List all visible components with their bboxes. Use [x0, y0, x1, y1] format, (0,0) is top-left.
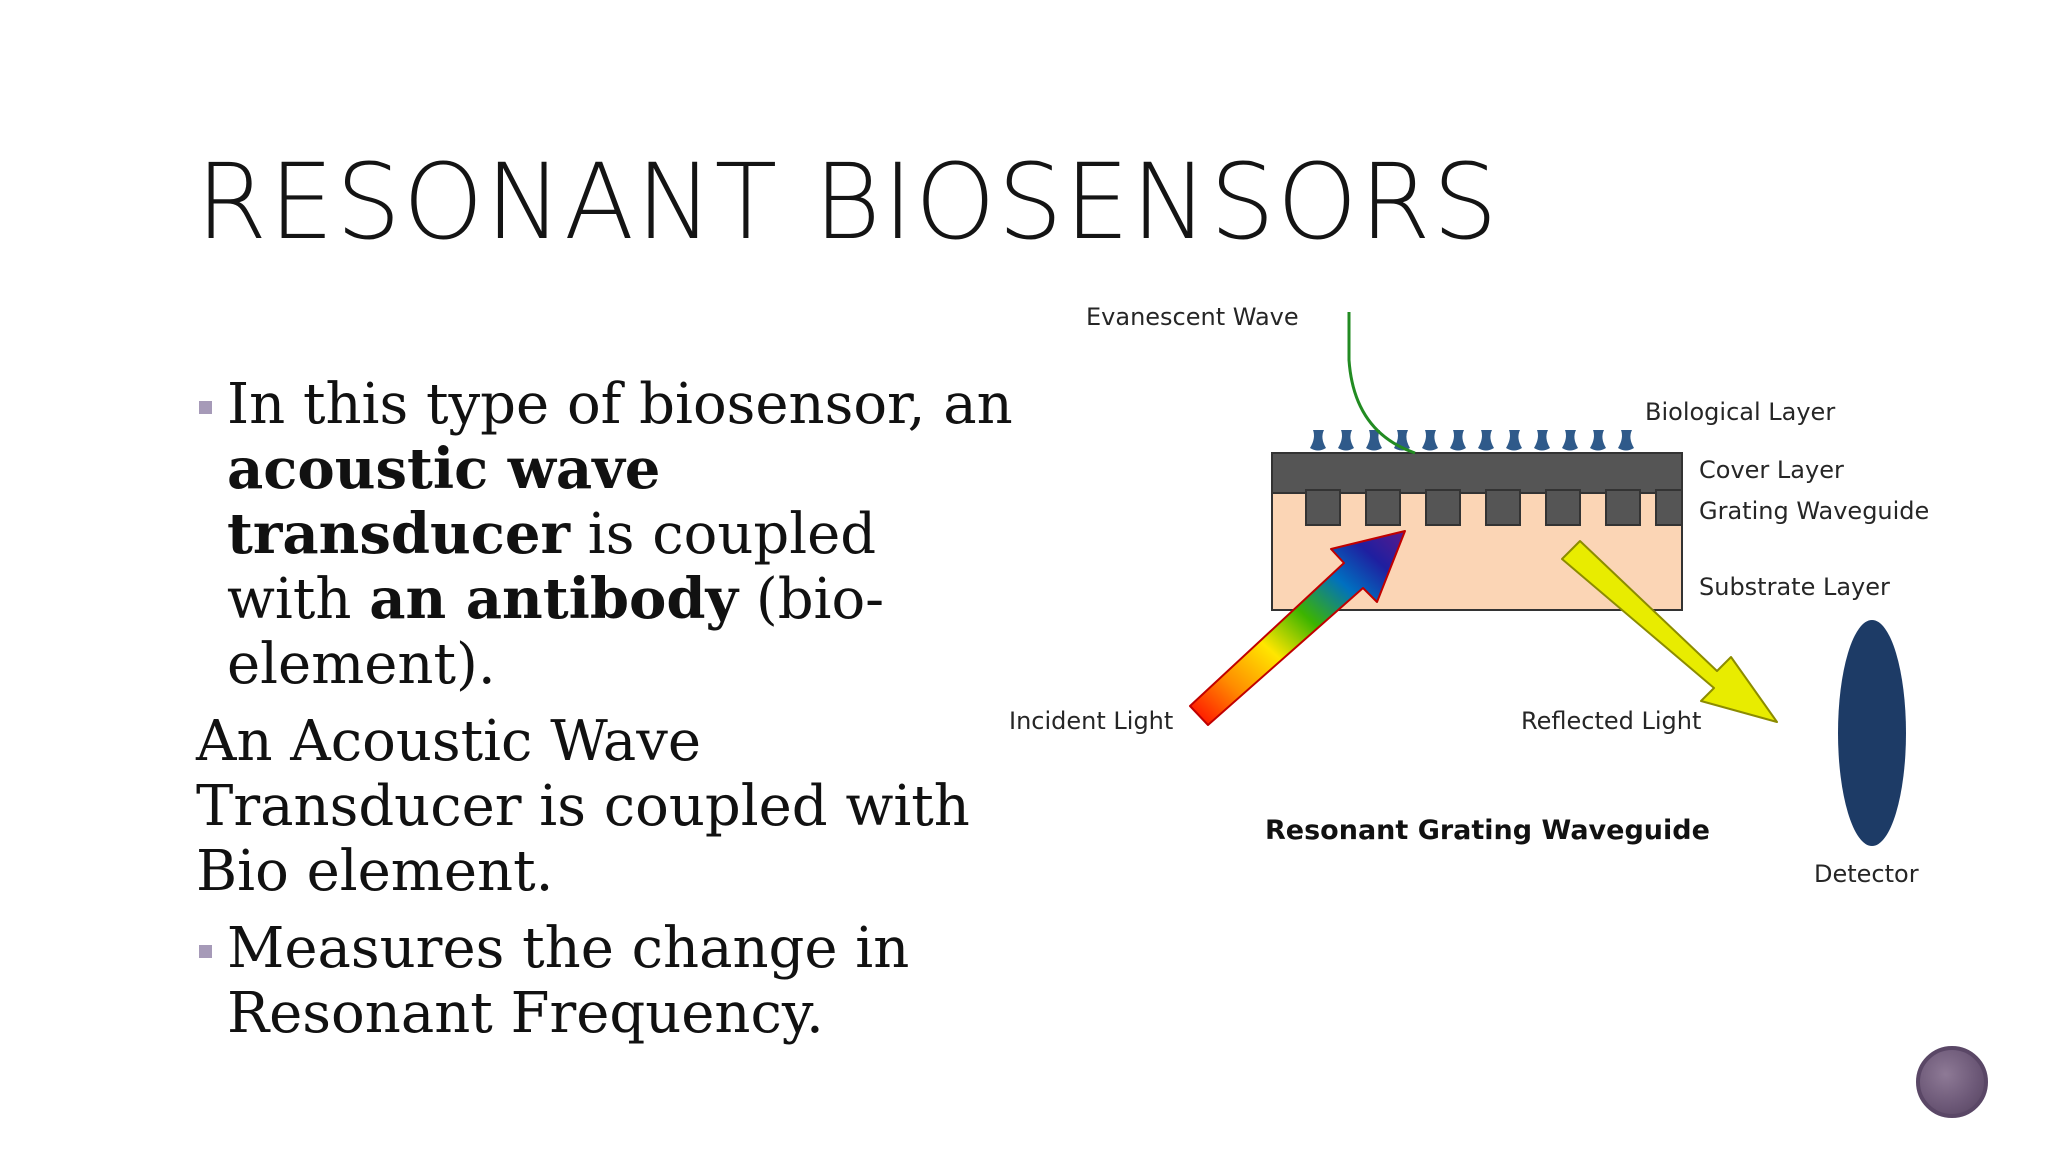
resonant-grating-diagram: Evanescent Wave Biological Layer Cover L… — [990, 290, 1970, 910]
label-reflected-light: Reflected Light — [1521, 707, 1701, 735]
bullet2-text: Measures the change in Resonant Frequenc… — [227, 916, 910, 1046]
slide-body: In this type of biosensor, an acoustic w… — [196, 372, 1016, 1058]
label-cover-layer: Cover Layer — [1699, 456, 1844, 484]
label-incident-light: Incident Light — [1009, 707, 1173, 735]
label-substrate-layer: Substrate Layer — [1699, 573, 1890, 601]
bullet-paragraph-2: Measures the change in Resonant Frequenc… — [196, 916, 1016, 1046]
slide-nav-circle-icon[interactable] — [1916, 1046, 1988, 1118]
label-biological-layer: Biological Layer — [1645, 398, 1835, 426]
bullet1-bold-1: acoustic wave transducer — [227, 436, 661, 567]
incident-light-arrow — [1189, 530, 1406, 726]
diagram-caption: Resonant Grating Waveguide — [1265, 815, 1710, 846]
evanescent-wave-curve — [1347, 312, 1416, 455]
bullet1-text-2: is coupled with — [227, 502, 877, 632]
cover-layer — [1271, 452, 1683, 494]
bullet1-text-1: In this type of biosensor, an — [227, 372, 1013, 437]
label-grating-waveguide: Grating Waveguide — [1699, 497, 1929, 525]
bullet-paragraph-1: In this type of biosensor, an acoustic w… — [196, 372, 1016, 697]
slide-title: RESONANT BIOSENSORS — [196, 141, 1500, 263]
bullet-marker-icon — [199, 945, 212, 958]
biological-layer — [1310, 430, 1634, 451]
detector-shape — [1838, 620, 1906, 846]
reflected-light-arrow — [1561, 540, 1778, 723]
bullet1-bold-2: an antibody — [369, 566, 739, 632]
plain-paragraph: An Acoustic Wave Transducer is coupled w… — [196, 709, 970, 904]
bullet1-text-3: (bio-element). — [227, 567, 885, 697]
label-evanescent-wave: Evanescent Wave — [1086, 303, 1299, 331]
label-detector: Detector — [1814, 860, 1919, 888]
diagram-svg: Evanescent Wave Biological Layer Cover L… — [1009, 303, 1929, 888]
bullet-marker-icon — [199, 401, 212, 414]
grating-waveguide — [1305, 489, 1683, 526]
